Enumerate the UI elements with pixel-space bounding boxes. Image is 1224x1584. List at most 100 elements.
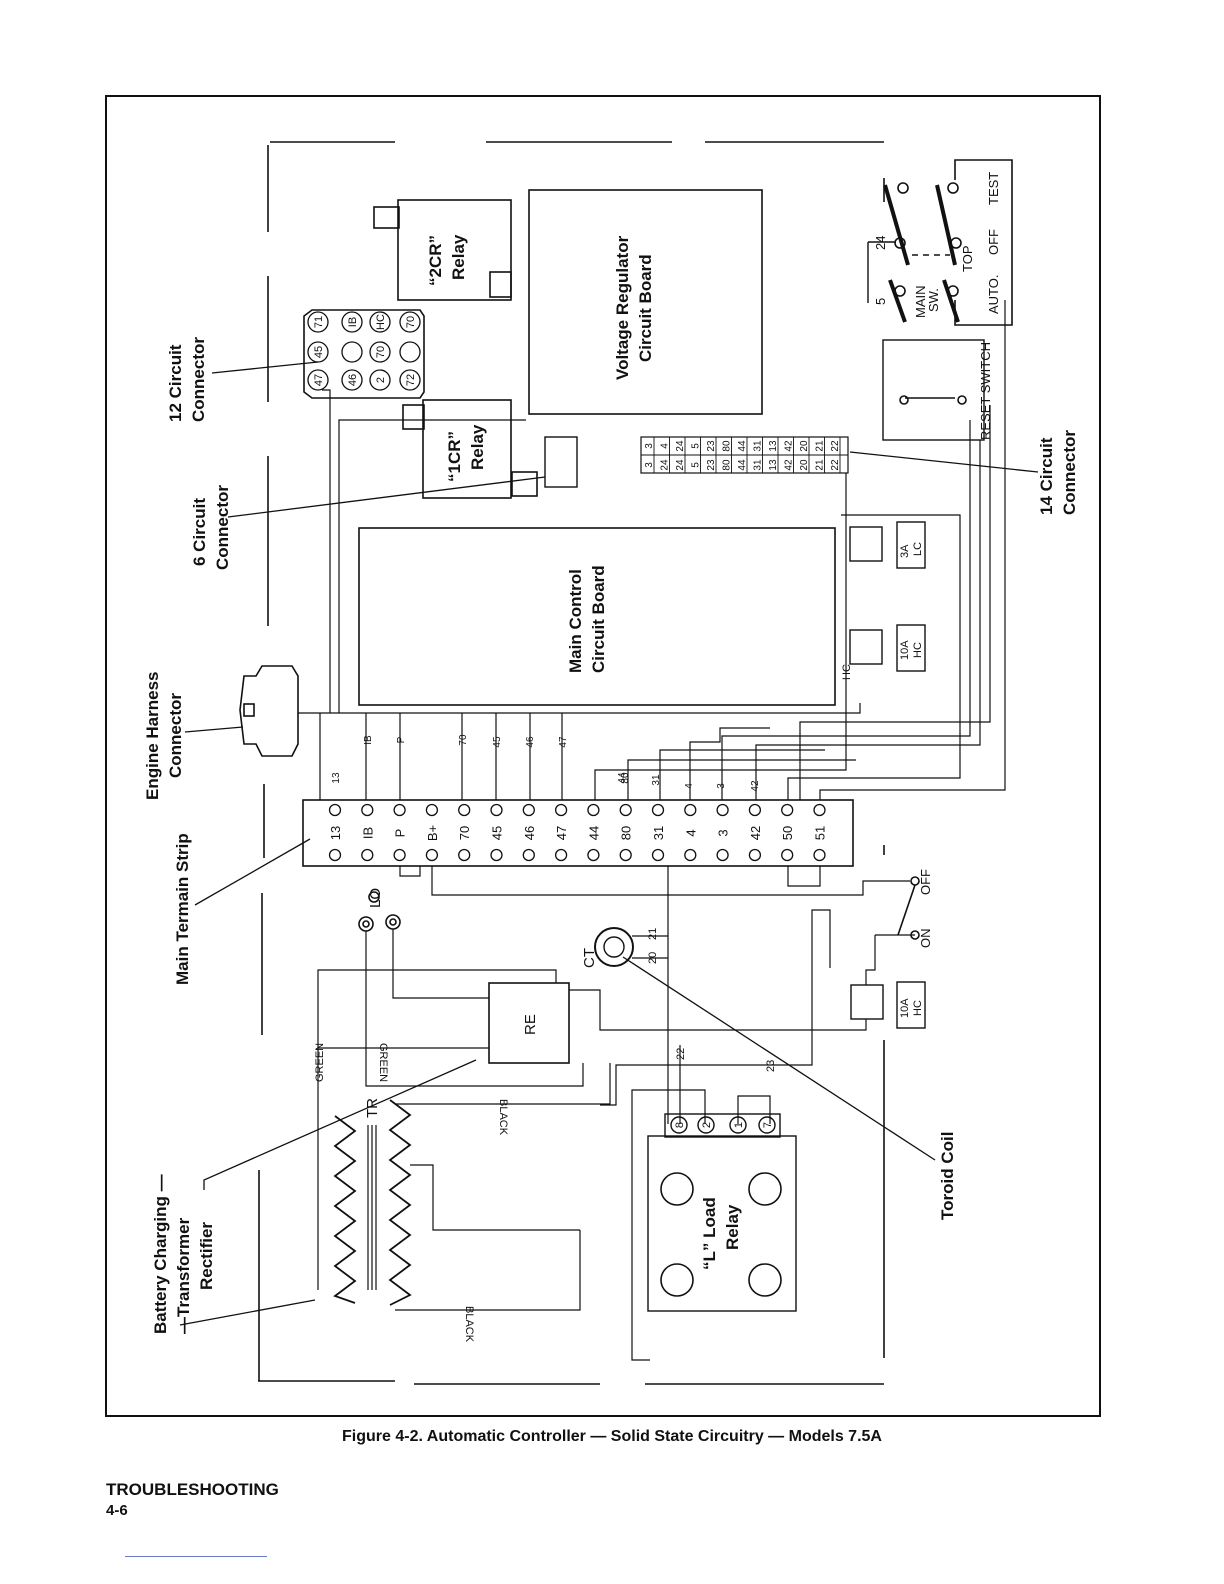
footer-page-number: 4-6 bbox=[106, 1502, 128, 1519]
fourteen-pin-outer-label: 4 bbox=[660, 443, 671, 449]
strip-wire-label: 42 bbox=[750, 780, 761, 792]
callout-battery-charging-line2: —Transformer bbox=[174, 1217, 193, 1334]
transformer-secondary-coil bbox=[388, 1099, 412, 1306]
strip-wire-label: 4 bbox=[684, 783, 695, 789]
relay-2cr-label-line1: “2CR” bbox=[426, 235, 445, 286]
strip-wire-label: P bbox=[396, 736, 407, 743]
fourteen-pin-outer-label: 31 bbox=[753, 440, 764, 452]
fuse-hc-lower-name: HC bbox=[912, 1000, 924, 1016]
callout-main-terminal-strip: Main Termain Strip bbox=[173, 833, 192, 985]
load-relay-pin-label: 2 bbox=[701, 1122, 713, 1128]
callout-engine-harness-line2: Connector bbox=[166, 693, 185, 778]
fuse-hc-lower-rating: 10A bbox=[899, 998, 911, 1018]
callout-6-circuit-line2: Connector bbox=[213, 485, 232, 570]
fourteen-pin-outer-label: 24 bbox=[675, 440, 686, 452]
terminal-strip-label: 80 bbox=[619, 826, 634, 840]
wire-green-1: GREEN bbox=[314, 1043, 326, 1082]
rectifier-label: RE bbox=[522, 1014, 539, 1035]
load-relay-label-line2: Relay bbox=[723, 1204, 742, 1250]
terminal-strip-label: 31 bbox=[651, 826, 666, 840]
main-sw-label-line2: SW. bbox=[926, 288, 941, 312]
terminal-strip-label: 70 bbox=[457, 826, 472, 840]
strip-wire-label: 3 bbox=[716, 783, 727, 789]
fourteen-pin-inner-label: 3 bbox=[644, 462, 655, 468]
switch-on-label: ON bbox=[918, 929, 933, 949]
strip-wire-label: 31 bbox=[651, 774, 662, 786]
transformer-primary-coil bbox=[333, 1115, 357, 1304]
strip-wire-label: 80 bbox=[620, 772, 631, 784]
strip-wire-label: 45 bbox=[492, 736, 503, 748]
main-terminal-strip-body bbox=[302, 799, 854, 867]
figure-caption: Figure 4-2. Automatic Controller — Solid… bbox=[342, 1428, 882, 1445]
relay-1cr-label-line2: Relay bbox=[468, 424, 487, 470]
twelve-pin-label: 2 bbox=[375, 377, 387, 383]
relay-1cr-box bbox=[422, 399, 512, 499]
wire-22: 22 bbox=[675, 1048, 687, 1060]
lo-label: LO bbox=[367, 888, 384, 908]
fourteen-pin-outer-label: 23 bbox=[706, 440, 717, 452]
fourteen-pin-inner-label: 21 bbox=[815, 459, 826, 471]
fourteen-pin-inner-label: 5 bbox=[691, 462, 702, 468]
terminal-strip-label: 3 bbox=[716, 829, 731, 836]
strip-wire-label: 46 bbox=[525, 736, 536, 748]
footer-rule bbox=[125, 1556, 267, 1557]
footer-section-title: TROUBLESHOOTING bbox=[106, 1480, 279, 1499]
ct-label: CT bbox=[581, 948, 598, 968]
load-relay-label-line1: “L” Load bbox=[700, 1197, 719, 1270]
fourteen-pin-inner-label: 24 bbox=[660, 459, 671, 471]
fuse-lc-name: LC bbox=[912, 542, 924, 556]
relay-2cr-label-line2: Relay bbox=[449, 234, 468, 280]
main-control-board bbox=[358, 527, 836, 706]
transformer-label: TR bbox=[364, 1098, 381, 1118]
callout-6-circuit-line1: 6 Circuit bbox=[190, 498, 209, 566]
fourteen-pin-outer-label: 3 bbox=[644, 443, 655, 449]
callout-12-circuit-line2: Connector bbox=[189, 337, 208, 422]
voltage-regulator-label-line2: Circuit Board bbox=[636, 254, 655, 362]
fourteen-pin-inner-label: 42 bbox=[784, 459, 795, 471]
fourteen-pin-outer-label: 80 bbox=[722, 440, 733, 452]
twelve-pin-label: HC bbox=[375, 314, 387, 330]
strip-wire-label: 47 bbox=[558, 736, 569, 748]
terminal-strip-label: 46 bbox=[522, 826, 537, 840]
fourteen-pin-inner-label: 80 bbox=[722, 459, 733, 471]
fourteen-pin-outer-label: 22 bbox=[830, 440, 841, 452]
fuse-hc-upper-name: HC bbox=[912, 642, 924, 658]
relay-1cr-label-line1: “1CR” bbox=[445, 431, 464, 482]
twelve-pin-label: 45 bbox=[313, 346, 325, 358]
terminal-strip-label: 4 bbox=[683, 829, 698, 836]
figure-frame bbox=[105, 95, 1101, 1417]
strip-wire-label: IB bbox=[363, 735, 374, 745]
main-control-label-line1: Main Control bbox=[566, 569, 585, 673]
fourteen-pin-inner-label: 44 bbox=[737, 459, 748, 471]
relay-2cr-box bbox=[397, 199, 512, 301]
wire-ct-20: 20 bbox=[647, 952, 659, 964]
twelve-pin-label: 47 bbox=[313, 374, 325, 386]
terminal-strip-label: 44 bbox=[586, 826, 601, 840]
load-relay-pin-label: 7 bbox=[762, 1122, 774, 1128]
twelve-pin-label: IB bbox=[347, 317, 359, 327]
twelve-pin-label: 70 bbox=[405, 316, 417, 328]
load-relay-pin-label: 8 bbox=[674, 1122, 686, 1128]
wire-green-2: GREEN bbox=[377, 1043, 389, 1082]
fourteen-pin-outer-label: 42 bbox=[784, 440, 795, 452]
switch-top-label: TOP bbox=[960, 246, 975, 273]
fourteen-pin-inner-label: 22 bbox=[830, 459, 841, 471]
engine-harness-connector-body bbox=[239, 665, 299, 757]
fourteen-pin-inner-label: 13 bbox=[768, 459, 779, 471]
load-relay-box bbox=[647, 1135, 797, 1312]
terminal-strip-label: 51 bbox=[813, 826, 828, 840]
fourteen-pin-outer-label: 13 bbox=[768, 440, 779, 452]
strip-wire-label: 44 bbox=[617, 772, 628, 784]
fourteen-pin-inner-label: 24 bbox=[675, 459, 686, 471]
rectifier-box bbox=[488, 982, 570, 1064]
main-control-label-line2: Circuit Board bbox=[589, 565, 608, 673]
switch-off2-label: OFF bbox=[918, 869, 933, 895]
fourteen-pin-inner-label: 31 bbox=[753, 459, 764, 471]
hc-wire-label: HC bbox=[841, 664, 853, 680]
twelve-pin-label: 70 bbox=[375, 346, 387, 358]
fourteen-pin-inner-label: 20 bbox=[799, 459, 810, 471]
voltage-regulator-board bbox=[528, 189, 763, 415]
callout-14-circuit-line1: 14 Circuit bbox=[1037, 437, 1056, 515]
